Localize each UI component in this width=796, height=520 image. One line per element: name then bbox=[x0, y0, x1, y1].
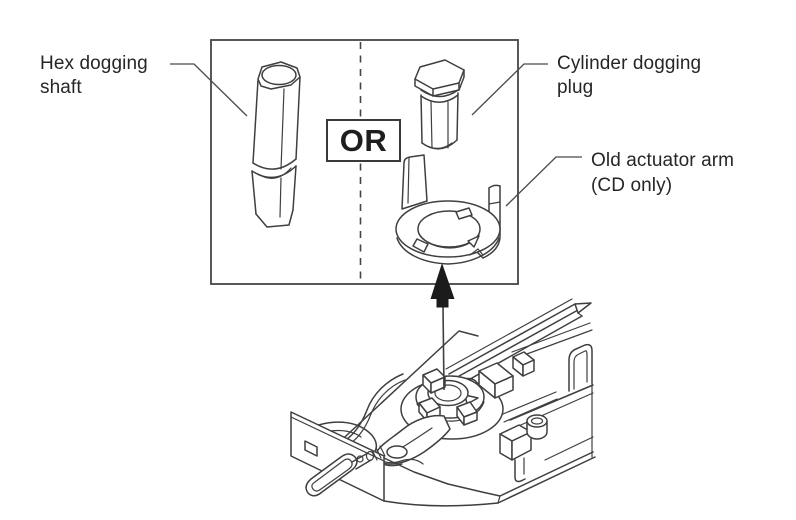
actuator-arm-leader-line bbox=[505, 156, 582, 207]
hex-shaft-label-line1: Hex dogging bbox=[40, 53, 148, 74]
actuator-arm-label-line1: Old actuator arm bbox=[591, 150, 735, 171]
hex-dogging-shaft-illustration bbox=[251, 61, 301, 228]
rod-tip bbox=[574, 302, 592, 314]
up-arrow bbox=[430, 263, 455, 391]
u-bracket bbox=[568, 343, 593, 392]
cylinder-plug-label-line1: Cylinder dogging bbox=[557, 53, 702, 74]
cylinder-dogging-plug-illustration bbox=[414, 59, 465, 150]
hex-shaft-label-line2: shaft bbox=[40, 77, 82, 98]
hex-shaft-label: Hex dogging shaft bbox=[40, 52, 148, 100]
leader-lines bbox=[170, 63, 582, 207]
cylinder-plug-label: Cylinder dogging plug bbox=[557, 52, 701, 100]
cylinder-plug-label-line2: plug bbox=[557, 77, 594, 98]
cylinder-plug-leader-line bbox=[471, 63, 548, 116]
front-bracket bbox=[290, 411, 385, 502]
actuator-arm-label: Old actuator arm (CD only) bbox=[591, 148, 734, 198]
or-badge: OR bbox=[326, 119, 401, 162]
arrow-head bbox=[430, 263, 455, 308]
old-actuator-arm-illustration bbox=[395, 154, 501, 265]
actuator-arm-label-line2: (CD only) bbox=[591, 175, 673, 196]
options-box bbox=[210, 39, 519, 285]
chassis-illustration bbox=[290, 298, 596, 507]
hex-shaft-leader-line bbox=[170, 63, 248, 117]
hitch-pin bbox=[305, 445, 386, 497]
